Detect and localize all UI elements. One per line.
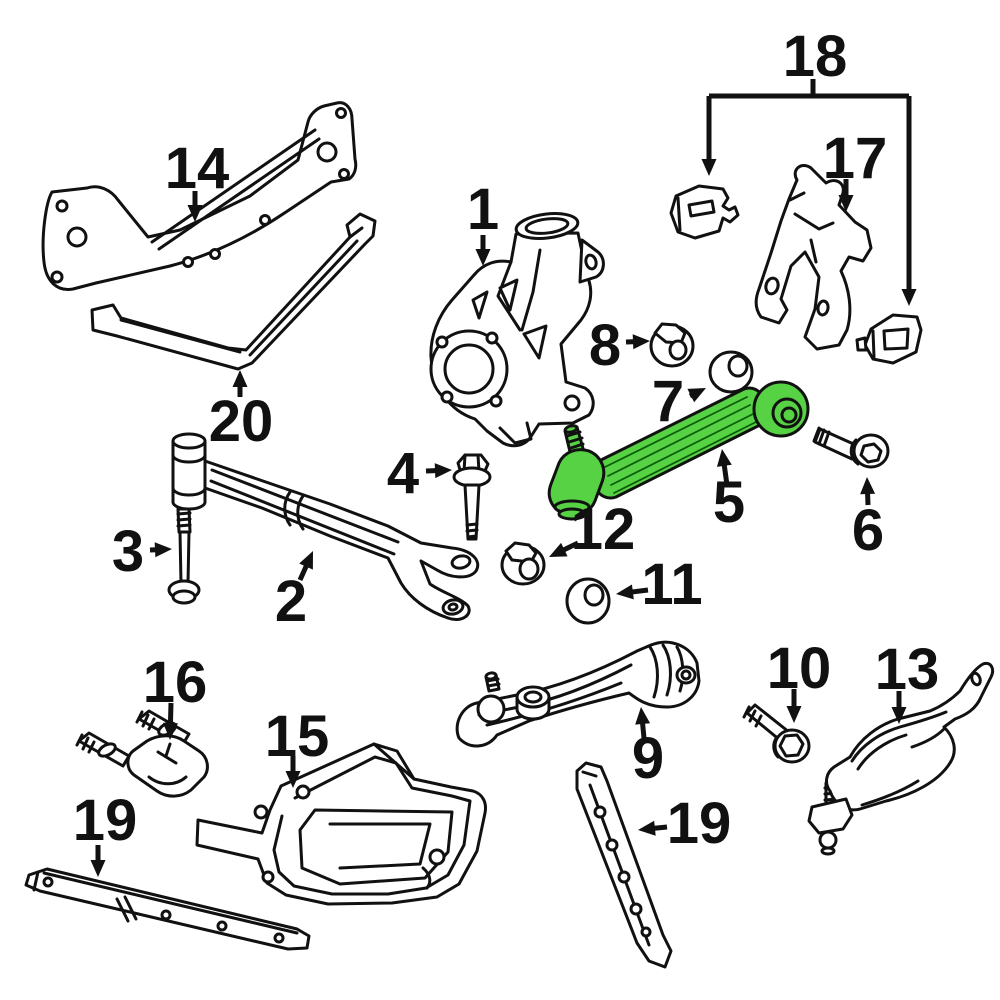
callout-label-8: 8 — [589, 313, 621, 378]
part-2-tie-rod-arm — [171, 432, 480, 621]
callout-label-18: 18 — [783, 24, 848, 89]
callout-label-5: 5 — [713, 470, 745, 535]
part-20-support-strap — [90, 212, 377, 371]
callout-label-1: 1 — [467, 177, 499, 242]
callout-label-14: 14 — [165, 136, 230, 201]
callout-label-12: 12 — [571, 497, 636, 562]
part-19-rail-left — [24, 867, 311, 951]
part-19-rail-right — [575, 761, 673, 969]
part-15-skid-plate — [195, 742, 487, 906]
part-13-bracket — [807, 661, 995, 856]
part-10-bolt — [742, 703, 811, 764]
callout-label-10: 10 — [767, 636, 832, 701]
callout-label-17: 17 — [823, 126, 888, 191]
callout-arrowhead-13 — [891, 707, 907, 724]
callout-arrowhead-16 — [162, 722, 178, 740]
callout-arrowhead-8 — [632, 334, 650, 350]
part-12-flange-nut — [500, 541, 546, 586]
callout-arrowhead-15 — [285, 771, 301, 788]
callout-arrowhead-19 — [638, 820, 656, 836]
callout-label-4: 4 — [387, 441, 419, 506]
callout-arrowhead-5 — [716, 449, 732, 467]
callout-label-19: 19 — [73, 788, 138, 853]
callout-arrowhead-6 — [860, 477, 876, 495]
part-18-clip-left — [669, 184, 740, 240]
part-6-bolt — [812, 426, 890, 469]
callout-arrowhead-18 — [701, 159, 717, 176]
callout-arrowhead-14 — [187, 205, 203, 222]
callout-label-9: 9 — [632, 726, 664, 791]
callout-arrowhead-12 — [549, 542, 568, 557]
callout-label-2: 2 — [275, 569, 307, 634]
callout-label-20: 20 — [209, 389, 274, 454]
callout-arrowhead-2 — [299, 551, 313, 570]
callout-arrowhead-4 — [434, 463, 452, 479]
part-11-grommet — [565, 577, 611, 625]
callout-label-11: 11 — [641, 552, 702, 617]
callout-arrowhead-7 — [687, 388, 706, 403]
callout-label-16: 16 — [143, 650, 208, 715]
part-7-bushing-grommet — [708, 350, 754, 394]
callout-label-13: 13 — [875, 637, 940, 702]
callout-arrowhead-17 — [838, 195, 854, 212]
callout-arrowhead-3 — [154, 542, 172, 558]
callout-arrowhead-11 — [616, 584, 634, 600]
part-5-lateral-arm-highlighted — [547, 380, 810, 521]
part-8-flange-nut — [649, 322, 695, 368]
callout-arrowhead-18 — [901, 289, 917, 306]
callout-arrowhead-9 — [635, 707, 651, 725]
part-1-steering-knuckle — [429, 212, 605, 448]
callout-arrow-16 — [167, 702, 174, 728]
callout-arrowhead-10 — [786, 706, 802, 723]
part-4-bolt — [452, 453, 492, 541]
callout-label-7: 7 — [652, 369, 684, 434]
callout-label-3: 3 — [112, 519, 144, 584]
part-14-subframe-brace — [41, 101, 358, 291]
callout-label-6: 6 — [852, 498, 884, 563]
callout-arrowhead-19 — [90, 860, 106, 877]
part-17-mount-bracket — [754, 164, 873, 351]
callout-label-19: 19 — [667, 791, 732, 856]
part-18-clip-right — [855, 313, 923, 365]
part-16-bracket-with-studs — [75, 709, 209, 798]
callout-arrowhead-1 — [475, 249, 491, 266]
part-3-bolt — [167, 507, 201, 605]
callout-arrowhead-20 — [232, 370, 248, 387]
callout-label-15: 15 — [265, 704, 330, 769]
part-9-lower-control-arm — [455, 640, 701, 748]
